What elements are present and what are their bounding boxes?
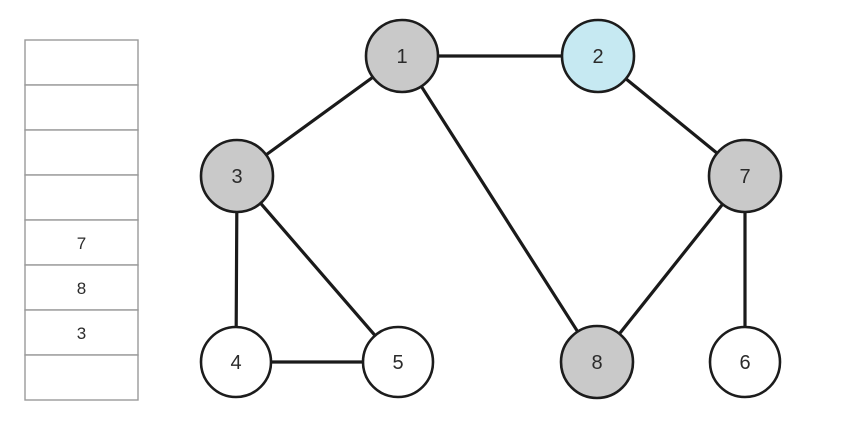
graph-node-3[interactable] bbox=[199, 138, 275, 214]
graph-edge bbox=[418, 83, 581, 335]
node-layer: 1 2 3 7 4 5 8 6 bbox=[199, 18, 783, 400]
stack-cell[interactable] bbox=[24, 309, 139, 356]
graph-node-8[interactable] bbox=[559, 324, 635, 400]
graph-node-label: 4 bbox=[230, 352, 241, 374]
stack-cell[interactable] bbox=[24, 264, 139, 311]
stack-cell[interactable] bbox=[24, 174, 139, 221]
stack-cell-value: 8 bbox=[77, 279, 86, 298]
graph-node-label: 7 bbox=[739, 166, 750, 188]
graph-node-5[interactable] bbox=[361, 325, 435, 399]
stack-cell-value: 7 bbox=[77, 234, 86, 253]
graph-edge bbox=[257, 200, 379, 339]
graph-node-label: 2 bbox=[592, 46, 603, 68]
graph-edge bbox=[616, 201, 726, 337]
stack-cell[interactable] bbox=[24, 39, 139, 86]
graph-node-6[interactable] bbox=[708, 325, 782, 399]
stack-cell[interactable] bbox=[24, 354, 139, 401]
graph-node-label: 8 bbox=[591, 352, 602, 374]
stack-cell[interactable] bbox=[24, 84, 139, 131]
graph-edge bbox=[234, 208, 239, 331]
edge-layer bbox=[234, 54, 747, 364]
stack-cell[interactable] bbox=[24, 129, 139, 176]
graph-node-label: 6 bbox=[739, 352, 750, 374]
stack-cell[interactable] bbox=[24, 219, 139, 266]
stack-cell-value: 3 bbox=[77, 324, 86, 343]
graph-edge bbox=[262, 74, 377, 158]
stack-panel: 7 8 3 bbox=[24, 39, 139, 401]
graph-edge bbox=[622, 75, 721, 157]
graph-node-1[interactable] bbox=[364, 18, 440, 94]
graph-node-label: 5 bbox=[392, 352, 403, 374]
graph-node-7[interactable] bbox=[707, 138, 783, 214]
graph-node-2[interactable] bbox=[560, 18, 636, 94]
graph-node-label: 3 bbox=[231, 166, 242, 188]
graph-node-4[interactable] bbox=[199, 325, 273, 399]
graph-node-label: 1 bbox=[396, 46, 407, 68]
